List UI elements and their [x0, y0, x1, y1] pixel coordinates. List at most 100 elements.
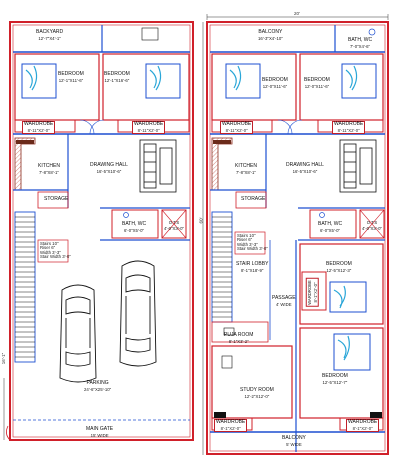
- right-top-dimension: 20': [294, 11, 300, 16]
- left-drawing-hall-label: DRAWING HALL 16'-5"X10'-6": [90, 162, 128, 174]
- right-bedroom-c-walls: [299, 243, 384, 325]
- right-wardrobe-c-label: WARDROBE 8'-1"X2'-0": [305, 278, 319, 307]
- right-balcony-top-label: BALCONY 16'-3"X4'-10": [258, 29, 283, 41]
- room-name: PASSAGE: [272, 295, 296, 301]
- right-puja-box: [211, 321, 269, 343]
- room-name: BEDROOM: [304, 77, 330, 83]
- room-name: WARDROBE: [24, 121, 54, 127]
- room-name: O.T.S: [168, 220, 180, 225]
- left-bedroom-b-label: BEDROOM 12'-1"X16'-6": [104, 71, 130, 83]
- stair-note-line: Stairs 10": [237, 233, 256, 238]
- left-car-2: [119, 260, 157, 367]
- room-size: 12'-0"X11'-6": [304, 83, 330, 89]
- room-name: BEDROOM: [104, 71, 130, 77]
- room-size: 8'-11"X2'-0": [225, 127, 248, 133]
- right-study-walls: [211, 345, 293, 419]
- room-size: 16'-5"X10'-6": [96, 168, 122, 174]
- left-ots-label: O.T.S 4'-0"X3'-0": [164, 220, 184, 231]
- right-wardrobe-a-label: WARDROBE 8'-11"X2'-0": [220, 121, 254, 134]
- room-size: 12'-1"X16'-6": [104, 77, 130, 83]
- left-stair-note: Stairs 10" Riser 6" Width 3'-3" Stair Wi…: [40, 241, 71, 260]
- right-bath-mid-label: BATH, WC 6'-0"X5'-0": [318, 221, 343, 233]
- room-name: KITCHEN: [235, 163, 257, 169]
- left-backyard-tank: [141, 27, 159, 41]
- right-wardrobe-e-label: WARDROBE 8'-1"X2'-0": [346, 419, 380, 432]
- right-bedroom-c-label: BEDROOM 12'-5"X12'-3": [326, 261, 352, 273]
- room-name: BEDROOM: [262, 77, 288, 83]
- right-staircase: [211, 211, 233, 323]
- left-bath-box: [111, 209, 159, 239]
- left-bedroom-a-label: BEDROOM 12'-1"X11'-6": [58, 71, 84, 83]
- right-storage-label: STORAGE: [241, 196, 266, 203]
- room-size: 6'-0"X5'-0": [320, 227, 341, 233]
- room-size: 16'-5"X10'-6": [292, 168, 318, 174]
- room-name: STUDY ROOM: [240, 387, 274, 393]
- left-side-dimension: 16'-1": [1, 352, 7, 365]
- left-wardrobe-a-label: WARDROBE 8'-11"X2'-0": [22, 121, 56, 134]
- room-size: 12'-7"X4'-1": [38, 35, 61, 41]
- right-wardrobe-b-label: WARDROBE 8'-11"X2'-0": [332, 121, 366, 134]
- room-name: BATH, WC: [348, 37, 373, 43]
- left-parking-label: PARKING 24'-6"X25'-10": [84, 380, 111, 392]
- right-bed-c: [329, 281, 367, 313]
- right-storage-box: [235, 191, 267, 209]
- left-ots-box: [161, 209, 187, 239]
- stair-note-line: Width 3'-3": [40, 249, 61, 255]
- room-size: 12'-0"X11'-6": [262, 83, 288, 89]
- room-name: STORAGE: [241, 196, 266, 202]
- right-plan: [202, 14, 389, 455]
- left-plan: [3, 21, 194, 441]
- right-stair-note-box: [234, 231, 266, 255]
- room-size: 7'-8"X8'-1": [235, 169, 256, 175]
- stair-note-line: Riser 6": [40, 245, 56, 251]
- right-outer-wall: [206, 21, 389, 455]
- stair-note-line: Width 3'-3": [237, 241, 258, 247]
- room-name: O.T.S: [366, 220, 378, 225]
- room-name: BATH, WC: [318, 221, 343, 227]
- room-size: 8'-11"X2'-0": [337, 127, 360, 133]
- room-name: BACKYARD: [36, 29, 64, 35]
- room-name: STAIR LOBBY: [236, 261, 269, 267]
- right-side-dimension: 60': [198, 217, 204, 224]
- right-stair-lobby-label: STAIR LOBBY 8'-1"X18'-9": [236, 261, 269, 273]
- right-passage-label: PASSAGE 4' WIDE: [272, 295, 296, 307]
- room-name: PUJA ROOM: [224, 332, 254, 338]
- room-size: 15' WIDE: [90, 432, 109, 438]
- right-bedroom-d-label: BEDROOM 12'-5"X12'-7": [322, 373, 348, 385]
- room-size: 4' WIDE: [275, 301, 292, 307]
- stair-note-line: Stair Width 3'-0": [40, 254, 71, 260]
- left-bed-a: [21, 63, 57, 99]
- left-storage-box: [37, 191, 69, 209]
- right-wardrobe-c-box: [301, 271, 327, 311]
- room-name: BALCONY: [282, 435, 306, 441]
- left-kitchen-label: KITCHEN 7'-8"X8'-1": [38, 163, 60, 175]
- left-wardrobe-b-label: WARDROBE 8'-11"X2'-0": [132, 121, 166, 134]
- right-bedroom-b-label: BEDROOM 12'-0"X11'-6": [304, 77, 330, 89]
- right-ots-box: [359, 209, 385, 239]
- room-name: PARKING: [86, 380, 109, 386]
- left-backyard-label: BACKYARD 12'-7"X4'-1": [36, 29, 64, 41]
- left-storage-label: STORAGE: [44, 196, 68, 203]
- room-name: BEDROOM: [322, 373, 348, 379]
- room-name: WARDROBE: [134, 121, 164, 127]
- room-size: 6'-0"X5'-0": [124, 227, 145, 233]
- left-bed-b: [145, 63, 181, 99]
- room-size: 12'-2"X12'-0": [244, 393, 270, 399]
- right-bed-a: [225, 63, 261, 99]
- left-main-gate-label: MAIN GATE 15' WIDE: [86, 426, 113, 438]
- room-size: 8'-1"X3'-2": [228, 338, 249, 344]
- room-name: DRAWING HALL: [90, 162, 128, 168]
- right-stair-note: Stairs 10" Riser 6" Width 3'-3" Stair Wi…: [237, 233, 268, 252]
- room-name: DRAWING HALL: [286, 162, 324, 168]
- left-outer-wall: [9, 21, 194, 441]
- room-size: 12'-5"X12'-3": [326, 267, 352, 273]
- room-name: BALCONY: [258, 29, 283, 35]
- stair-note-line: Riser 6": [237, 237, 253, 243]
- right-sofa-set: [339, 139, 377, 193]
- room-name: BEDROOM: [326, 261, 352, 267]
- left-stair-note-box: [37, 239, 69, 263]
- room-name: WARDROBE: [334, 121, 364, 127]
- room-size: 12'-1"X11'-6": [58, 77, 84, 83]
- room-name: WARDROBE: [306, 280, 312, 305]
- room-size: 8'-1"X2'-0": [352, 425, 373, 431]
